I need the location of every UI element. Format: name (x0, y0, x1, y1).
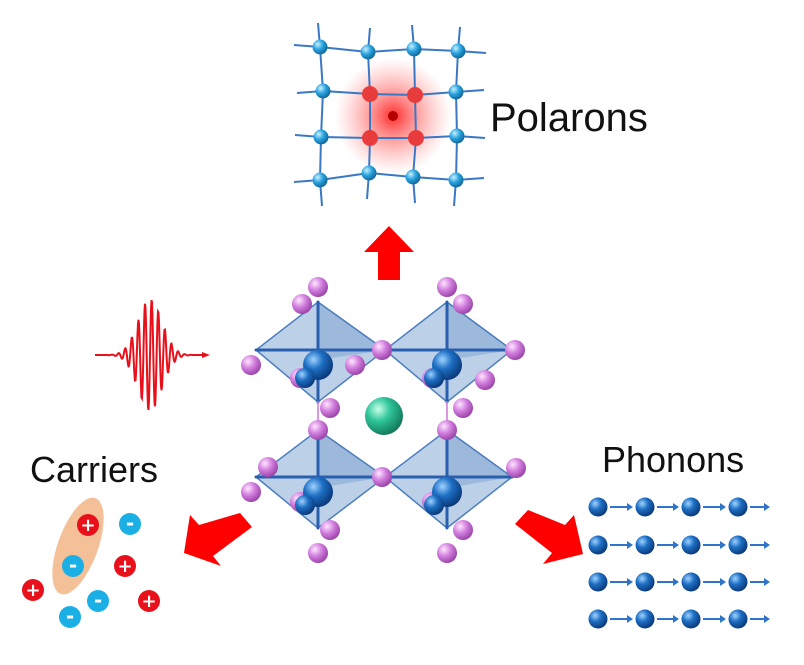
crystal-halide-atom (475, 370, 495, 390)
crystal-halide-atom (372, 340, 392, 360)
phonon-arrow-head (720, 615, 726, 623)
crystal-halide-atom (320, 398, 340, 418)
negative-charge (59, 606, 81, 628)
light-pulse-icon (95, 299, 210, 411)
phonon-arrow-head (764, 541, 770, 549)
arrow-down-right-icon (515, 510, 583, 564)
crystal-halide-atom (320, 520, 340, 540)
positive-charge (114, 555, 136, 577)
minus-sign: - (94, 588, 102, 612)
polaron-atom (405, 169, 421, 185)
phonon-arrow-head (673, 541, 679, 549)
crystal-halide-atom (345, 355, 365, 375)
phonon-atom (728, 535, 748, 555)
phonon-atom (588, 535, 608, 555)
polaron-atom (361, 165, 377, 181)
phonon-arrow-head (627, 578, 633, 586)
phonon-atom (681, 572, 701, 592)
phonon-atom (681, 609, 701, 629)
polaron-atom (449, 128, 465, 144)
minus-sign: - (126, 511, 134, 535)
phonon-arrow-head (673, 503, 679, 511)
crystal-halide-atom (372, 467, 392, 487)
phonon-atom (681, 535, 701, 555)
crystal-halide-atom (437, 277, 457, 297)
plus-sign: + (25, 580, 40, 601)
crystal-halide-atom (308, 420, 328, 440)
phonon-arrow-head (764, 503, 770, 511)
phonons-label: Phonons (602, 439, 745, 480)
perovskite-crystal-icon (241, 277, 526, 563)
polaron-atom (312, 39, 328, 55)
minus-sign: - (66, 604, 74, 628)
crystal-halide-atom (453, 294, 473, 314)
phonon-atom (728, 609, 748, 629)
negative-charge (87, 590, 109, 612)
phonon-atom (635, 497, 655, 517)
polaron-atom (360, 44, 376, 60)
polaron-atom (448, 84, 464, 100)
crystal-halide-atom (453, 398, 473, 418)
phonon-arrow-head (720, 503, 726, 511)
phonon-atom (635, 609, 655, 629)
crystal-halide-atom (506, 458, 526, 478)
crystal-halide-atom (241, 355, 261, 375)
polaron-atom (450, 43, 466, 59)
polaron-atom (406, 41, 422, 57)
polaron-atom (362, 86, 378, 102)
positive-charge (22, 579, 44, 601)
crystal-halide-atom (258, 457, 278, 477)
polaron-lattice-icon (293, 22, 487, 207)
phonon-atom (635, 572, 655, 592)
phonon-arrow-head (720, 578, 726, 586)
negative-charge (62, 555, 84, 577)
phonon-arrow-head (764, 615, 770, 623)
phonon-arrow-head (720, 541, 726, 549)
polaron-atom (408, 130, 424, 146)
phonon-arrow-head (627, 541, 633, 549)
negative-charge (119, 513, 141, 535)
phonon-arrow-head (627, 615, 633, 623)
phonon-atom (728, 497, 748, 517)
arrow-down-left-icon (184, 513, 252, 566)
phonon-atom (588, 572, 608, 592)
positive-charge (77, 514, 99, 536)
phonon-arrow-head (764, 578, 770, 586)
arrow-up-icon (364, 226, 414, 280)
polaron-atom (312, 172, 328, 188)
phonon-atom (681, 497, 701, 517)
phonon-arrow-head (673, 578, 679, 586)
polaron-atom (362, 130, 378, 146)
minus-sign: - (69, 553, 77, 577)
polaron-atom (407, 87, 423, 103)
crystal-halide-atom (505, 340, 525, 360)
carriers-label: Carriers (30, 449, 159, 490)
phonon-atom (588, 497, 608, 517)
polaron-atom (313, 129, 329, 145)
positive-charge (138, 590, 160, 612)
crystal-halide-atom (241, 482, 261, 502)
plus-sign: + (117, 556, 132, 577)
carrier-charges-icon: +--++-+- (22, 497, 160, 628)
phonon-arrow-head (627, 503, 633, 511)
plus-sign: + (141, 591, 156, 612)
polaron-atom (448, 172, 464, 188)
crystal-halide-atom (453, 520, 473, 540)
plus-sign: + (80, 515, 95, 536)
phonon-atom (728, 572, 748, 592)
phonon-atoms-icon (588, 497, 770, 629)
phonon-atom (588, 609, 608, 629)
crystal-halide-atom (437, 420, 457, 440)
crystal-halide-atom (308, 277, 328, 297)
polaron-atom (315, 83, 331, 99)
crystal-halide-atom (437, 543, 457, 563)
crystal-halide-atom (308, 543, 328, 563)
polarons-label: Polarons (490, 96, 648, 140)
phonon-atom (635, 535, 655, 555)
phonon-arrow-head (673, 615, 679, 623)
crystal-halide-atom (292, 294, 312, 314)
